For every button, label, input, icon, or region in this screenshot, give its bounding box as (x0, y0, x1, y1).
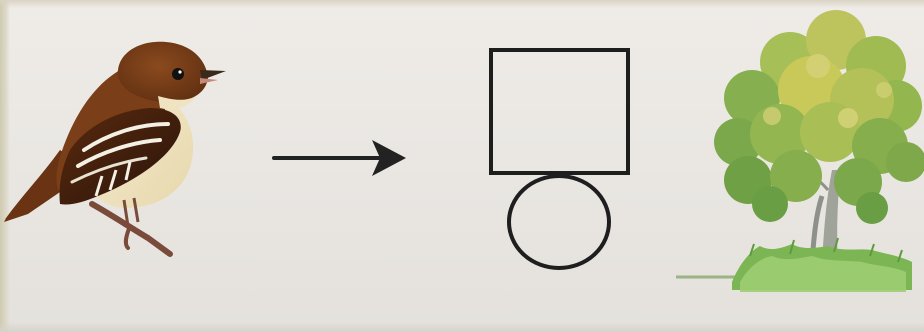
photo-edge-bottom (0, 322, 924, 332)
right-arrow-icon (272, 140, 406, 176)
bird-wing (59, 108, 181, 205)
bird-icon (4, 41, 226, 257)
tree-trunk (822, 170, 840, 262)
blank-circle (507, 174, 611, 270)
bird-eye (172, 68, 184, 80)
bird-beak (200, 70, 226, 80)
tree-icon (676, 10, 924, 292)
tree-foliage (714, 10, 924, 224)
grass (732, 237, 912, 292)
blank-square (489, 48, 630, 175)
bird-head (117, 41, 208, 103)
photo-edge-top (0, 0, 924, 8)
photo-edge-left (0, 0, 10, 332)
branch (89, 201, 173, 257)
